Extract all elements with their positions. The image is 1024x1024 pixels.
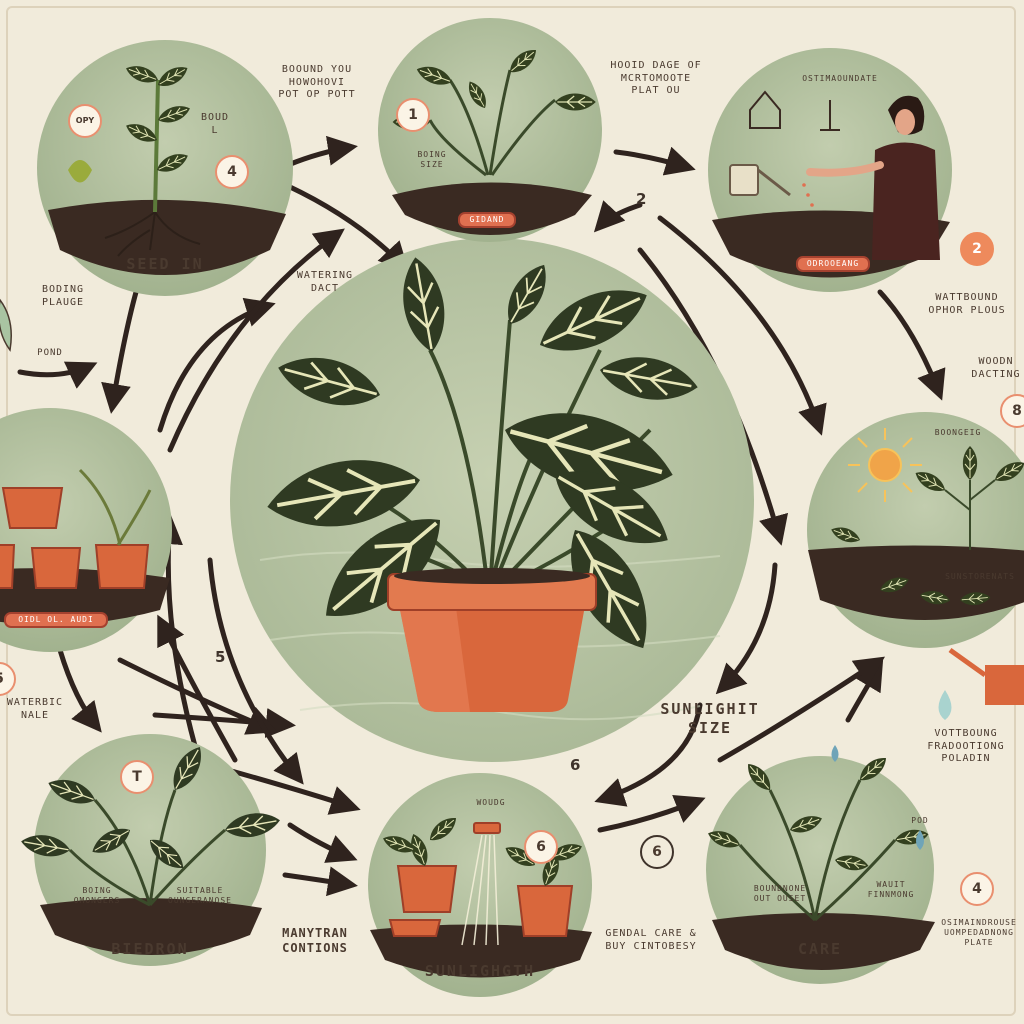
- leaf-side-icon: [0, 298, 12, 352]
- pot-note: BOING SIZE: [417, 150, 447, 169]
- seed-note: BOUD l: [200, 112, 230, 136]
- arrow-seed-to-pot: [285, 135, 358, 168]
- care-pod: POD: [911, 816, 929, 825]
- sun-light-badge: 6: [524, 830, 558, 864]
- arrow-left-big-2: [167, 228, 345, 453]
- repot-bottom-text: WATERBIC NALE: [6, 697, 64, 721]
- water-drop-side-icon: [938, 690, 952, 720]
- grown-side-text: MANYTRAN CONTIONS: [282, 926, 348, 955]
- grown-note-b: SUITABLE OUNGERANOSE: [168, 886, 232, 905]
- grown-circle: [18, 734, 283, 966]
- arrow-seed-down: [101, 282, 141, 414]
- center-number-bottom: 6: [570, 756, 581, 774]
- care-side-text: VOTTBOUNG FRADOOTIONG POLADIN: [927, 728, 1005, 764]
- repot-left-text: BODING PLAUGE: [41, 284, 85, 308]
- arrow-watering-to-center: [593, 200, 643, 233]
- sun-light-note: WOUDG: [476, 798, 506, 807]
- seed-badge-a: OPY: [68, 104, 102, 138]
- watering-can-right-icon: [948, 647, 1024, 705]
- sunlight-label: SUNSTORENATS: [945, 572, 1015, 581]
- sun-light-circle: [368, 773, 592, 997]
- pot-side-text: HOOID DAGE OF MCRTOMOOTE PLAT OU: [610, 60, 702, 96]
- repot-pill: OIDL OL. AUDI: [4, 612, 108, 628]
- watering-top-text: OSTIMAOUNDATE: [802, 74, 878, 83]
- care-note-a: BOUNDNONE OUT OUSET: [753, 884, 807, 903]
- pot-pill: GIDAND: [458, 212, 516, 228]
- arrow-right-long: [657, 215, 827, 436]
- grown-title: BIEDRON: [111, 940, 189, 958]
- grown-note-a: BOING OMONGERS: [73, 886, 121, 905]
- seed-circle: [37, 40, 293, 296]
- care-circle: [705, 745, 935, 984]
- center-plant-circle: [230, 238, 754, 762]
- watering-number: 2: [636, 190, 647, 208]
- arrow-left-up-2: [157, 614, 238, 763]
- terracotta-pot: [387, 568, 597, 712]
- repot-pond-text: POND: [37, 348, 63, 358]
- water-drop-icon: [831, 745, 839, 762]
- care-title: CARE: [797, 940, 843, 958]
- arrow-center-down-left: [207, 557, 304, 785]
- grown-badge: T: [120, 760, 154, 794]
- sun-light-title: SUNLIGHGTH: [424, 962, 536, 980]
- watering-can-icon: [729, 164, 791, 197]
- arrow-grown-right-3: [287, 822, 358, 863]
- arrow-pot-to-watering: [613, 146, 696, 176]
- care-note-b: WAUIT FINNMONG: [867, 880, 915, 899]
- arrow-repot-center: [152, 708, 296, 738]
- arrow-watering-right: [877, 289, 946, 401]
- seed-side-text: BOOUND YOU HOWOHOVI POT OP POTT: [278, 64, 356, 100]
- seed-badge-b: 4: [215, 155, 249, 189]
- watering-badge: 2: [960, 232, 994, 266]
- watering-pill: ODROOEANG: [796, 256, 870, 272]
- arrow-left-entry: [17, 361, 98, 389]
- sunlight-circle: [807, 412, 1024, 648]
- arrow-care-up-2: [717, 656, 885, 763]
- center-label-top: WATERING DACT: [296, 270, 354, 294]
- arrow-grown-right-2: [282, 866, 358, 897]
- sunlight-side-text: WOODN DACTING: [971, 356, 1021, 380]
- seed-icon: [68, 160, 92, 183]
- care-side-text-2: OSIMAINDROUSE UOMPEDADNONG PLATE: [941, 918, 1017, 947]
- center-label-right: SUNLIGHIT SIZE: [660, 700, 760, 737]
- repot-circle: [0, 408, 172, 652]
- pot-circle: [378, 18, 602, 242]
- sun-light-number: 6: [640, 835, 674, 869]
- seed-title: SEED IN: [126, 255, 204, 273]
- sun-light-side-text: GENDAL CARE & BUY CINTOBESY: [605, 928, 697, 952]
- sunlight-badge: 8: [1000, 394, 1024, 428]
- sun-icon: [848, 428, 922, 502]
- house-icon: [749, 90, 781, 129]
- gardener-figure: [806, 95, 940, 260]
- water-drop-icon-2: [916, 830, 924, 850]
- sunlight-top-text: BOONGEIG: [934, 428, 982, 437]
- arrow-right-to-center: [715, 562, 778, 695]
- arrow-seed-to-center: [285, 183, 410, 273]
- center-number-left: 5: [215, 648, 226, 666]
- pot-badge: 1: [396, 98, 430, 132]
- arrow-bottom-right: [597, 794, 706, 833]
- arrow-repot-down: [57, 647, 102, 733]
- arrow-center-bottom: [594, 702, 703, 807]
- watering-side-text: WATTBOUND OPHOR PLOUS: [928, 292, 1006, 316]
- watering-circle: [708, 48, 952, 292]
- arrow-repot-center-2: [117, 657, 278, 735]
- care-badge: 4: [960, 872, 994, 906]
